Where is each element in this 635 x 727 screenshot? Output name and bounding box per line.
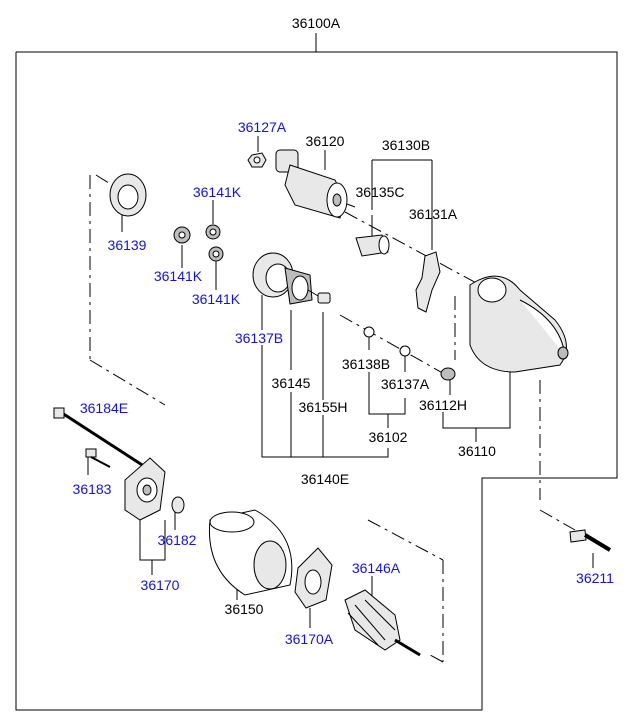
label-assembly: 36100A <box>292 15 341 31</box>
label-36145: 36145 <box>272 375 311 391</box>
label-36139: 36139 <box>108 237 147 253</box>
label-36211: 36211 <box>576 570 614 586</box>
assembly-centerlines <box>89 174 576 663</box>
label-36135C: 36135C <box>355 184 404 200</box>
label-36141K-top: 36141K <box>193 184 242 200</box>
gear-carrier-36137B <box>252 252 331 305</box>
rings-36138B-36137A <box>363 326 411 357</box>
label-36127A: 36127A <box>238 119 287 135</box>
screw-36183 <box>85 448 111 468</box>
label-36137A: 36137A <box>381 376 430 392</box>
pinion-36141K <box>173 224 224 262</box>
label-36141K-bottom: 36141K <box>192 291 241 307</box>
label-36183: 36183 <box>73 481 112 497</box>
label-36130B: 36130B <box>382 137 430 153</box>
solenoid-36120 <box>275 149 356 219</box>
lever-36131A <box>415 251 441 313</box>
bushing-36112H <box>440 367 456 381</box>
label-36155H: 36155H <box>298 399 347 415</box>
label-36137B: 36137B <box>235 330 283 346</box>
label-36184E: 36184E <box>80 400 128 416</box>
label-36150: 36150 <box>225 601 264 617</box>
brush-holder-36170A <box>294 547 333 609</box>
yoke-36150 <box>208 509 293 596</box>
label-36112H: 36112H <box>419 397 467 413</box>
label-36102: 36102 <box>369 429 408 445</box>
assembly-frame <box>15 33 618 711</box>
label-36170A: 36170A <box>285 631 334 647</box>
rear-bracket-36170 <box>124 457 166 521</box>
bushing-36182 <box>171 496 185 514</box>
armature-36146A <box>344 589 421 657</box>
bolt-36211 <box>569 529 612 552</box>
label-36120: 36120 <box>306 133 345 149</box>
part-labels: 36100A 36127A 36120 36130B 36135C 36131A… <box>73 15 615 647</box>
label-36170: 36170 <box>141 577 180 593</box>
label-36110: 36110 <box>458 443 496 459</box>
plunger-36135C <box>355 234 390 257</box>
label-36138B: 36138B <box>342 356 390 372</box>
bolt-36184E <box>53 407 151 472</box>
cover-36139 <box>109 173 147 217</box>
label-36131A: 36131A <box>409 206 458 222</box>
label-36141K-left: 36141K <box>154 268 203 284</box>
label-36140E: 36140E <box>301 471 349 487</box>
housing-36110 <box>469 275 569 373</box>
leader-lines <box>87 136 594 628</box>
label-36146A: 36146A <box>352 560 401 576</box>
label-36182: 36182 <box>158 532 197 548</box>
nut-36127A <box>247 152 267 168</box>
